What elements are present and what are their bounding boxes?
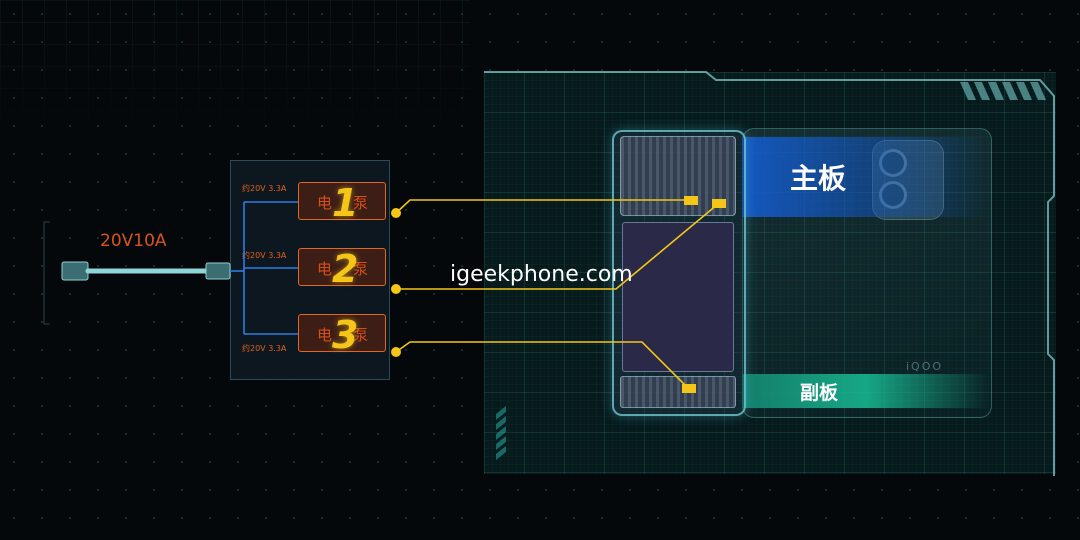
pump-3-chip: [682, 384, 696, 393]
pump-3-text-left: 电: [317, 326, 333, 344]
pump-1-text-left: 电: [317, 194, 333, 212]
main-board-label: 主板: [742, 137, 990, 217]
pump-2-text-right: 泵: [353, 260, 369, 278]
pump-3-spec: 约20V 3.3A: [242, 344, 287, 353]
pump-1-spec: 约20V 3.3A: [242, 184, 287, 193]
usb-plug-icon: [61, 261, 89, 281]
pump-3-connector-dot: [391, 347, 401, 357]
phone-brand-logo: iQOO: [906, 360, 944, 373]
pump-1-chip: [684, 196, 698, 205]
pump-2-text-left: 电: [317, 260, 333, 278]
pump-2-chip: [712, 199, 726, 208]
pump-2-connector-dot: [391, 284, 401, 294]
charge-pump-1: 电 泵 1: [298, 181, 386, 225]
charge-pump-module: [230, 160, 390, 380]
usb-port-icon: [205, 262, 231, 280]
power-distribution-wires: [230, 201, 298, 335]
pump-1-number: 1: [332, 181, 359, 225]
main-board-text: 主板: [790, 162, 847, 195]
pump-3-number: 3: [332, 313, 359, 357]
pump-3-text-right: 泵: [353, 326, 369, 344]
sub-board-label: 副板: [742, 374, 990, 408]
pump-1-text-right: 泵: [353, 194, 369, 212]
background-line-grid: [0, 0, 470, 140]
watermark-text: igeekphone.com: [450, 262, 633, 287]
pump-1-connector-dot: [391, 208, 401, 218]
battery: [622, 222, 734, 372]
sub-board-text: 副板: [800, 381, 839, 404]
sub-pcb: [620, 376, 736, 408]
pump-2-spec: 约20V 3.3A: [242, 251, 287, 260]
pump-2-number: 2: [332, 247, 359, 291]
charge-pump-3: 电 泵 3: [298, 313, 386, 357]
charge-pump-2: 电 泵 2: [298, 247, 386, 291]
cable-rating-label: 20V10A: [100, 231, 167, 251]
pump-connection-lines: [395, 199, 719, 389]
